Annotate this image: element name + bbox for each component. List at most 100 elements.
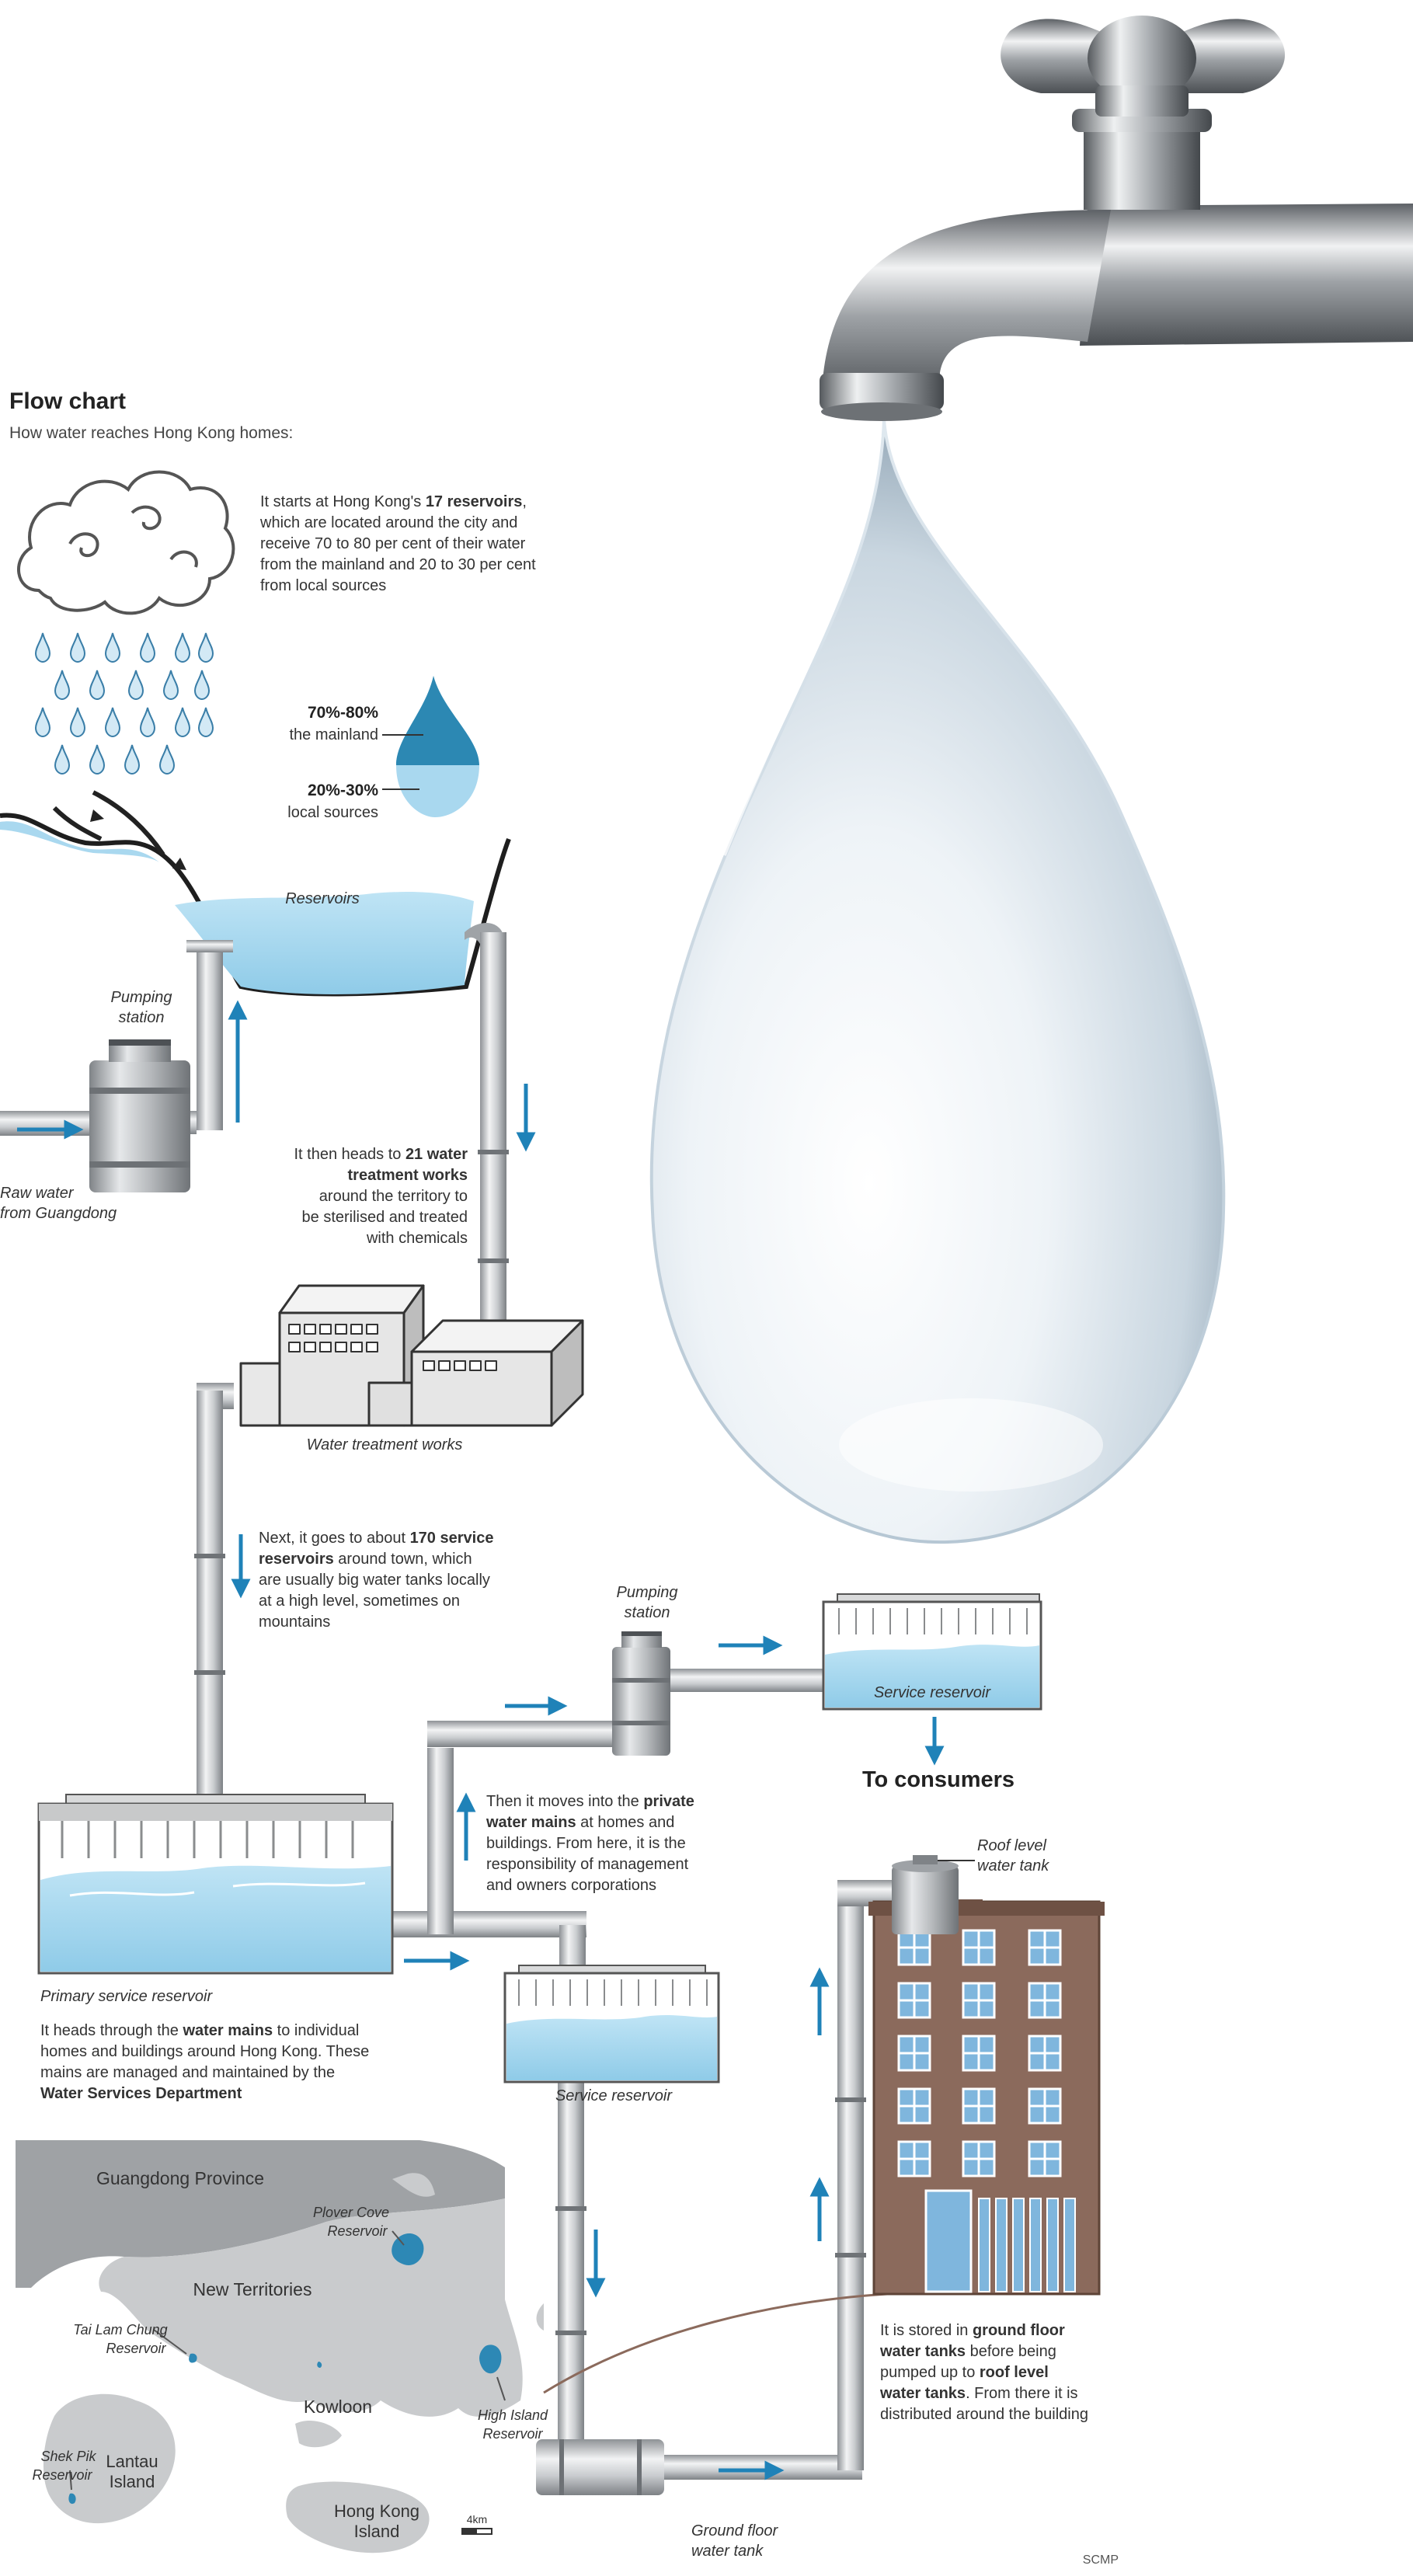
pumping-station-1-label-a: Pumping: [111, 989, 172, 1006]
private-text-line: buildings. From here, it is the: [486, 1835, 686, 1852]
raindrops-group: [34, 632, 214, 775]
text-span: at a high level, sometimes on: [259, 1593, 460, 1610]
water-source-drop-icon: [396, 676, 479, 817]
page-subtitle: How water reaches Hong Kong homes:: [9, 424, 293, 442]
treatment-text-line: treatment works: [348, 1167, 468, 1184]
service-text-line: are usually big water tanks locally: [259, 1572, 490, 1589]
building-text-line: water tanks. From there it is: [879, 2385, 1078, 2402]
text-span: water mains: [182, 2022, 273, 2039]
map-tai-lam-chung-label-2: Reservoir: [106, 2341, 166, 2356]
raw-water-label-1: Raw water: [0, 1185, 75, 1202]
mains-text-line: Water Services Department: [40, 2085, 242, 2102]
pipe-joint: [835, 2253, 866, 2257]
raindrop-icon: [174, 707, 191, 738]
pipe-joint: [835, 2097, 866, 2102]
mains-text-line: It heads through the water mains to indi…: [40, 2022, 359, 2039]
reservoir-basin: [0, 790, 511, 997]
text-span: Next, it goes to about: [259, 1530, 410, 1547]
text-span: around town, which: [334, 1551, 472, 1568]
text-span: treatment works: [348, 1167, 468, 1184]
raindrop-icon: [69, 632, 86, 663]
cloud-icon: [17, 470, 235, 615]
tap-icon: [820, 16, 1413, 421]
local-percent: 20%-30%: [308, 782, 378, 799]
treatment-text-line: with chemicals: [366, 1230, 468, 1247]
roof-level-water-tank: [892, 1855, 959, 1934]
private-text-line: Then it moves into the private: [486, 1793, 694, 1810]
text-span: water tanks: [879, 2385, 966, 2402]
treatment-text-line: It then heads to 21 water: [294, 1146, 468, 1163]
page-title: Flow chart: [9, 388, 126, 414]
apartment-building: [543, 1899, 1105, 2394]
text-span: It is stored in: [880, 2322, 973, 2339]
map-lantau-label-2: Island: [110, 2472, 155, 2491]
water-treatment-works-building: [239, 1284, 584, 1427]
service-text-line: mountains: [259, 1613, 330, 1631]
map-kowloon-label: Kowloon: [304, 2397, 372, 2417]
raindrop-icon: [162, 670, 179, 701]
text-span: mains are managed and maintained by the: [40, 2064, 335, 2081]
big-water-drop: [649, 419, 1226, 1544]
water-mains-paragraph: It heads through the water mains to indi…: [40, 2022, 369, 2102]
to-consumers-label: To consumers: [862, 1767, 1015, 1792]
text-span: It then heads to: [294, 1146, 405, 1163]
intro-line: which are located around the city and: [259, 514, 517, 531]
text-span: . From there it is: [966, 2385, 1077, 2402]
private-text-line: and owners corporations: [486, 1877, 656, 1894]
intro-line: from the mainland and 20 to 30 per cent: [260, 556, 536, 573]
pipe-joints: [194, 1150, 866, 2335]
building-text-line: pumped up to roof level: [880, 2364, 1049, 2381]
pipe-joint: [478, 1258, 509, 1263]
map-high-island-label-1: High Island: [478, 2407, 548, 2423]
text-span: be sterilised and treated: [302, 1209, 468, 1226]
text-span: roof level: [980, 2364, 1049, 2381]
service-reservoir-mid-label: Service reservoir: [555, 2087, 673, 2104]
raindrop-icon: [89, 670, 106, 701]
map-plover-cove-label-1: Plover Cove: [313, 2205, 389, 2220]
private-text-line: water mains at homes and: [486, 1814, 674, 1831]
text-span: from local sources: [260, 577, 386, 594]
ground-tank-label-1: Ground floor: [691, 2522, 779, 2539]
reservoirs-label: Reservoirs: [285, 890, 360, 907]
building-text-line: water tanks before being: [879, 2343, 1056, 2360]
text-span: 170 service: [410, 1530, 494, 1547]
text-span: which are located around the city and: [259, 514, 517, 531]
raindrop-icon: [127, 670, 144, 701]
text-span: 17 reservoirs: [426, 493, 523, 510]
pipe-joint: [555, 2206, 586, 2211]
pipe-joint: [555, 2331, 586, 2335]
text-span: mountains: [259, 1613, 330, 1631]
primary-service-reservoir-tank: [37, 1794, 394, 1975]
text-span: before being: [966, 2343, 1056, 2360]
service-reservoir-paragraph: Next, it goes to about 170 service reserv…: [259, 1530, 493, 1631]
ground-tank-label-2: water tank: [691, 2543, 764, 2560]
roof-tank-label-2: water tank: [977, 1857, 1049, 1875]
raindrop-icon: [174, 632, 191, 663]
treatment-text-line: around the territory to: [319, 1188, 468, 1205]
text-span: It heads through the: [40, 2022, 183, 2039]
raindrop-icon: [54, 670, 71, 701]
map-scale-label: 4km: [467, 2513, 487, 2526]
text-span: to individual: [273, 2022, 359, 2039]
intro-paragraph: It starts at Hong Kong's 17 reservoirs,w…: [259, 493, 536, 594]
private-text-line: responsibility of management: [486, 1856, 689, 1873]
building-text-line: distributed around the building: [880, 2406, 1088, 2423]
text-span: reservoirs: [259, 1551, 334, 1568]
raindrop-icon: [89, 744, 106, 775]
flow-arrows: [17, 1000, 945, 2480]
text-span: pumped up to: [880, 2364, 980, 2381]
mains-text-line: homes and buildings around Hong Kong. Th…: [40, 2043, 369, 2060]
ground-floor-water-tank: [536, 2439, 664, 2495]
credit-label: SCMP: [1083, 2553, 1119, 2567]
roof-tank-label-1: Roof level: [977, 1837, 1046, 1854]
raindrop-icon: [34, 632, 51, 663]
service-reservoir-top-tank: [822, 1593, 1042, 1711]
text-span: It starts at Hong Kong's: [260, 493, 426, 510]
text-span: at homes and: [576, 1814, 675, 1831]
map-guangdong-label: Guangdong Province: [96, 2168, 264, 2188]
text-span: private: [643, 1793, 694, 1810]
pumping-station-2: [612, 1631, 670, 1756]
intro-line: from local sources: [260, 577, 386, 594]
